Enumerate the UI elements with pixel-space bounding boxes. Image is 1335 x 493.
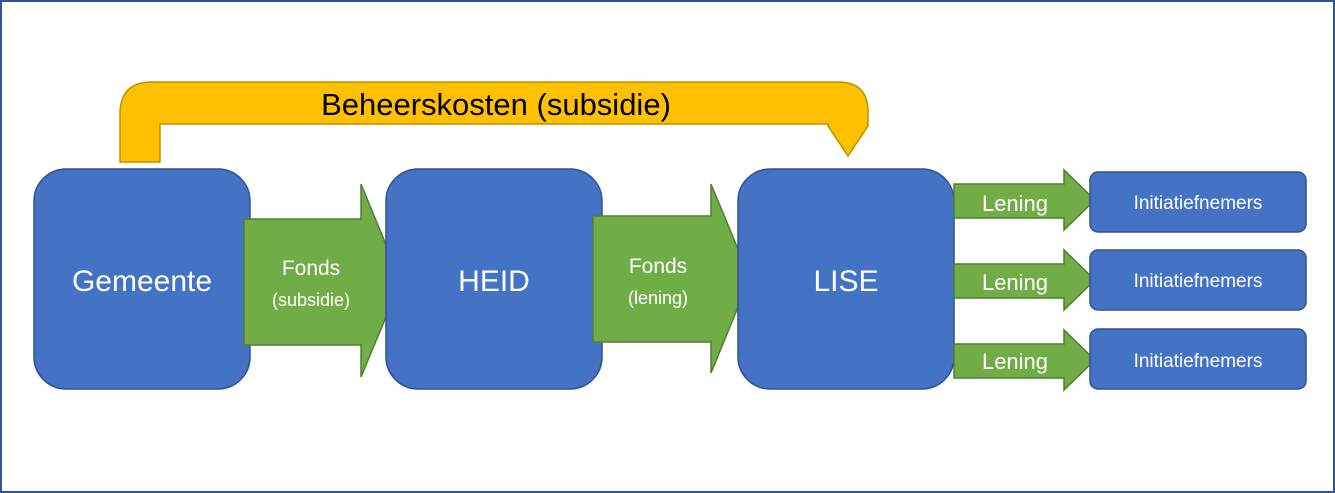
lise-label: LISE	[813, 265, 878, 298]
lening-label-3: Lening	[982, 349, 1048, 374]
fonds-lening-arrow	[592, 183, 751, 374]
beheerskosten-label: Beheerskosten (subsidie)	[321, 87, 671, 122]
initiatiefnemers-label-2: Initiatiefnemers	[1134, 271, 1263, 292]
initiatiefnemers-box-3	[1089, 328, 1307, 390]
fonds-subsidie-line2: (subsidie)	[272, 290, 350, 310]
fonds-lening-line1: Fonds	[629, 255, 687, 278]
initiatiefnemers-box-1	[1089, 171, 1307, 233]
fonds-lening-line2: (lening)	[628, 288, 688, 308]
beheerskosten-bent-arrow	[119, 81, 869, 163]
initiatiefnemers-label-1: Initiatiefnemers	[1134, 193, 1263, 214]
fonds-subsidie-line1: Fonds	[282, 257, 340, 280]
heid-label: HEID	[458, 265, 530, 298]
lening-arrow-3	[953, 328, 1097, 392]
gemeente-label: Gemeente	[72, 265, 212, 298]
lening-arrow-2	[953, 248, 1097, 312]
lening-arrow-1	[953, 168, 1097, 232]
initiatiefnemers-box-2	[1089, 249, 1307, 311]
lening-label-2: Lening	[982, 270, 1048, 295]
initiatiefnemers-label-3: Initiatiefnemers	[1134, 351, 1263, 372]
lening-label-1: Lening	[982, 191, 1048, 216]
fonds-subsidie-arrow	[243, 183, 402, 378]
